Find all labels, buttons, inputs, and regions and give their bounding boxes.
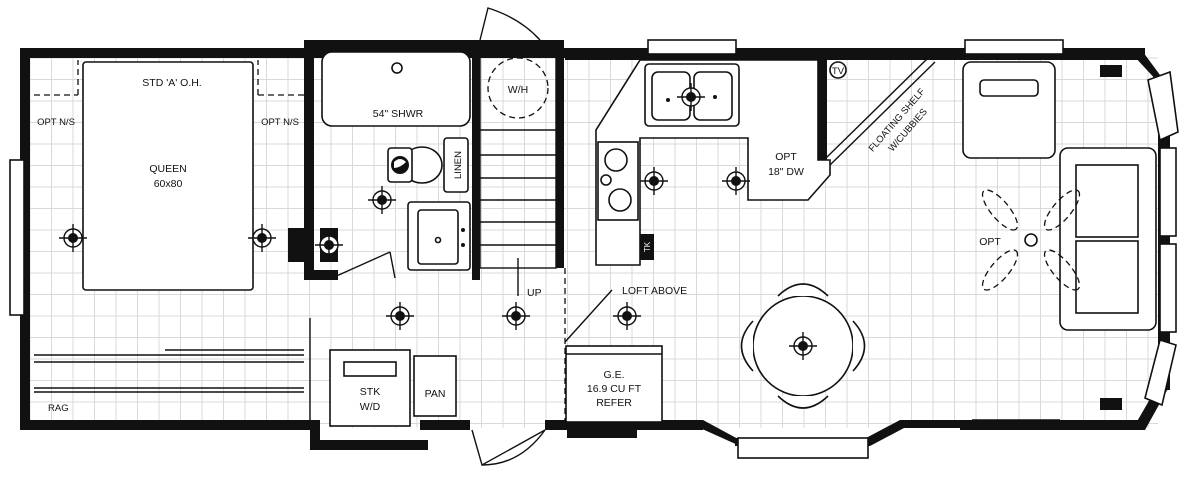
dining-chair bbox=[852, 320, 866, 372]
entry-door bbox=[471, 7, 546, 467]
range-icon bbox=[597, 141, 639, 221]
shower-drain-icon bbox=[391, 62, 403, 74]
dishwasher-label: 18" DW bbox=[768, 166, 804, 178]
bedroom: STD 'A' O.H. OPT N/S OPT N/S QUEEN 60x80… bbox=[34, 60, 338, 420]
tk-label: TK bbox=[643, 241, 652, 252]
bed-dimension-label: 60x80 bbox=[154, 178, 183, 190]
dishwasher-opt-label: OPT bbox=[775, 151, 797, 163]
water-heater-label: W/H bbox=[508, 84, 528, 96]
ceiling-light-icon bbox=[789, 332, 817, 360]
dining-chair bbox=[740, 320, 754, 372]
loft-label: LOFT ABOVE bbox=[622, 285, 687, 297]
nightstand-right-label: OPT N/S bbox=[261, 117, 299, 128]
ceiling-light-icon bbox=[315, 231, 343, 259]
dining-chair bbox=[777, 283, 829, 297]
pan-label: PAN bbox=[425, 388, 446, 400]
dryer-label: W/D bbox=[360, 401, 381, 413]
ceiling-fan-icon bbox=[981, 189, 1081, 291]
linen-label: LINEN bbox=[453, 151, 464, 179]
washer-label: STK bbox=[360, 386, 380, 398]
floating-shelf bbox=[829, 61, 936, 166]
armchair bbox=[962, 61, 1056, 159]
shower-label: 54" SHWR bbox=[373, 108, 424, 120]
fridge-capacity-label: 16.9 CU FT bbox=[587, 383, 642, 395]
tv-outlet-icon bbox=[829, 61, 847, 79]
windows bbox=[9, 39, 1179, 459]
door-swing-icon bbox=[331, 251, 391, 279]
stairs: W/H UP LOFT ABOVE bbox=[479, 47, 687, 420]
fan-opt-label: OPT bbox=[979, 236, 1001, 248]
rag-label: RAG bbox=[48, 403, 69, 414]
dining-chair bbox=[777, 395, 829, 409]
tk-panel bbox=[640, 234, 654, 260]
living-room: OPT bbox=[962, 61, 1157, 421]
ceiling-light-icon bbox=[640, 167, 668, 195]
bathroom: 54" SHWR LINEN bbox=[321, 51, 471, 279]
ceiling-lights bbox=[59, 83, 817, 360]
linen-cabinet bbox=[443, 137, 469, 193]
ceiling-light-icon bbox=[613, 302, 641, 330]
sink-icon bbox=[407, 201, 471, 271]
shower bbox=[321, 51, 471, 127]
nightstand-left-label: OPT N/S bbox=[37, 117, 75, 128]
fridge-type-label: REFER bbox=[596, 397, 632, 409]
toilet-icon bbox=[387, 146, 443, 184]
ceiling-light-icon bbox=[386, 302, 414, 330]
ceiling-light-icon bbox=[677, 83, 705, 111]
loft-leader bbox=[564, 289, 613, 343]
ceiling-light-icon bbox=[368, 186, 396, 214]
up-label: UP bbox=[527, 287, 542, 299]
ceiling-light-icon bbox=[502, 302, 530, 330]
fridge-brand-label: G.E. bbox=[603, 369, 624, 381]
refrigerator bbox=[565, 345, 663, 423]
ceiling-light-icon bbox=[59, 224, 87, 252]
ceiling-light-icon bbox=[248, 224, 276, 252]
laundry: STK W/D PAN bbox=[329, 349, 457, 427]
closet-door-jamb bbox=[288, 228, 304, 262]
water-heater bbox=[487, 57, 549, 119]
tv-label: TV bbox=[832, 66, 845, 77]
drain-pan bbox=[413, 355, 457, 417]
bed-size-label: QUEEN bbox=[149, 163, 186, 175]
overhead-label: STD 'A' O.H. bbox=[142, 77, 201, 89]
ceiling-light-icon bbox=[722, 167, 750, 195]
queen-bed bbox=[82, 61, 254, 291]
interior-walls bbox=[304, 40, 827, 438]
